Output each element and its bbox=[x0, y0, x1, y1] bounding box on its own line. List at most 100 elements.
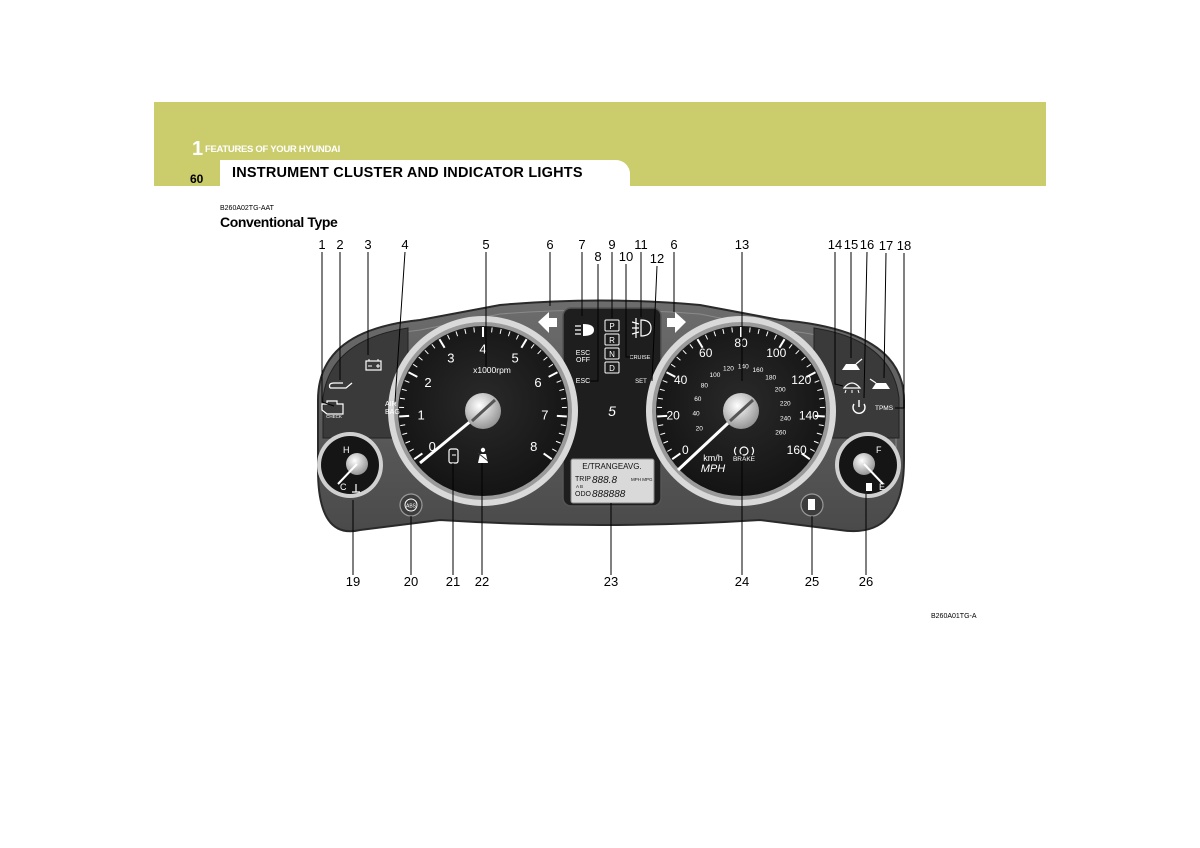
lcd-trip-value: 888.8 bbox=[592, 475, 617, 486]
gear-letter: R bbox=[609, 336, 615, 345]
dial-tick bbox=[543, 452, 553, 460]
dial-tick bbox=[552, 448, 557, 452]
dial-tick bbox=[813, 440, 819, 444]
callout-18: 18 bbox=[896, 238, 912, 253]
dial-tick bbox=[401, 388, 407, 392]
brake-label: BRAKE bbox=[733, 456, 756, 463]
dial-tick bbox=[424, 349, 429, 355]
leader-line bbox=[625, 264, 632, 358]
hood-open-icon bbox=[869, 378, 890, 389]
temp-hot-label: H bbox=[343, 445, 350, 455]
dial-number: 2 bbox=[424, 375, 431, 390]
dial-tick bbox=[814, 414, 825, 418]
dial-tick bbox=[548, 363, 554, 368]
tpms-indicator: TPMS bbox=[875, 405, 894, 412]
kmh-number: 20 bbox=[696, 425, 704, 432]
kmh-number: 60 bbox=[694, 396, 702, 403]
dial-tick bbox=[817, 388, 823, 392]
leader-line bbox=[883, 252, 887, 379]
svg-text:AIR: AIR bbox=[385, 401, 397, 408]
dial-tick bbox=[543, 356, 548, 361]
dial-tick bbox=[515, 334, 519, 340]
dial-tick bbox=[749, 327, 751, 333]
speed-unit-mph: MPH bbox=[701, 463, 726, 475]
kmh-number: 180 bbox=[765, 375, 776, 382]
leader-line bbox=[590, 264, 599, 382]
dial-tick bbox=[558, 432, 564, 435]
callout-leader-lines bbox=[321, 251, 905, 575]
dial-tick bbox=[696, 338, 704, 349]
dial-tick bbox=[666, 371, 676, 378]
kmh-number: 80 bbox=[701, 382, 709, 389]
dial-tick bbox=[682, 349, 687, 355]
dial-tick bbox=[705, 334, 709, 340]
dial-tick bbox=[663, 440, 669, 444]
check-engine-icon: CHECK bbox=[321, 400, 344, 419]
callout-16: 16 bbox=[859, 237, 875, 252]
dial-tick bbox=[659, 388, 665, 392]
callout-1: 1 bbox=[318, 237, 326, 252]
dial-tick bbox=[530, 344, 535, 349]
dial-tick bbox=[657, 397, 663, 400]
kmh-number: 140 bbox=[738, 364, 749, 371]
dial-tick bbox=[402, 432, 408, 435]
callout-6-right: 6 bbox=[670, 237, 678, 252]
esc-indicator: ESC bbox=[576, 378, 590, 385]
lcd-odo-value: 888888 bbox=[592, 489, 626, 500]
dial-tick bbox=[765, 331, 769, 337]
callout-6-left: 6 bbox=[546, 237, 554, 252]
chapter-title: FEATURES OF YOUR HYUNDAI bbox=[205, 144, 340, 155]
dial-tick bbox=[556, 380, 562, 383]
dial-number: 6 bbox=[534, 375, 541, 390]
airbag-warning-label: AIR BAG bbox=[385, 401, 400, 416]
abs-warning-icon: ABS bbox=[399, 493, 423, 517]
dial-tick bbox=[412, 363, 418, 368]
callout-14: 14 bbox=[827, 237, 843, 252]
dial-tick bbox=[491, 327, 493, 333]
lcd-units: MPH MPG bbox=[631, 477, 653, 482]
coolant-temp-icon bbox=[352, 484, 360, 493]
low-washer-fluid-icon bbox=[842, 382, 862, 394]
kmh-number: 240 bbox=[780, 415, 791, 422]
dial-tick bbox=[788, 344, 793, 349]
temperature-gauge: H C bbox=[317, 432, 383, 498]
dial-tick bbox=[560, 424, 566, 427]
gear-box bbox=[604, 347, 620, 360]
reference-code: B260A02TG-AAT bbox=[220, 205, 274, 212]
dial-tick bbox=[556, 414, 567, 418]
gear-letter: P bbox=[609, 322, 614, 331]
dial-tick bbox=[816, 432, 822, 435]
dial-tick bbox=[438, 338, 446, 349]
dial-tick bbox=[722, 328, 725, 334]
gear-letter: D bbox=[609, 364, 615, 373]
dial-tick bbox=[731, 327, 733, 333]
dial-tick bbox=[713, 331, 717, 337]
subtitle: Conventional Type bbox=[220, 214, 338, 230]
svg-text:OFF: OFF bbox=[576, 357, 590, 364]
svg-text:ABS: ABS bbox=[406, 504, 417, 510]
dial-tick bbox=[499, 328, 502, 334]
callout-9: 9 bbox=[608, 237, 616, 252]
cruise-indicator: CRUISE bbox=[630, 355, 651, 361]
dial-tick bbox=[418, 356, 423, 361]
kmh-number: 160 bbox=[753, 367, 764, 374]
callout-20: 20 bbox=[403, 574, 419, 589]
esc-off-indicator: ESC OFF bbox=[576, 350, 590, 364]
dial-number: 5 bbox=[512, 351, 519, 366]
callout-21: 21 bbox=[445, 574, 461, 589]
dial-tick bbox=[689, 344, 694, 349]
fuel-pump-icon bbox=[866, 483, 872, 491]
dial-tick bbox=[473, 327, 475, 333]
dial-tick bbox=[431, 344, 436, 349]
leader-line bbox=[394, 251, 406, 403]
callout-24: 24 bbox=[734, 574, 750, 589]
dial-number: 1 bbox=[418, 408, 425, 423]
temp-cold-label: C bbox=[340, 482, 347, 492]
cruise-set-indicator: SET bbox=[635, 379, 647, 385]
callout-22: 22 bbox=[474, 574, 490, 589]
front-fog-light-icon bbox=[631, 318, 652, 338]
